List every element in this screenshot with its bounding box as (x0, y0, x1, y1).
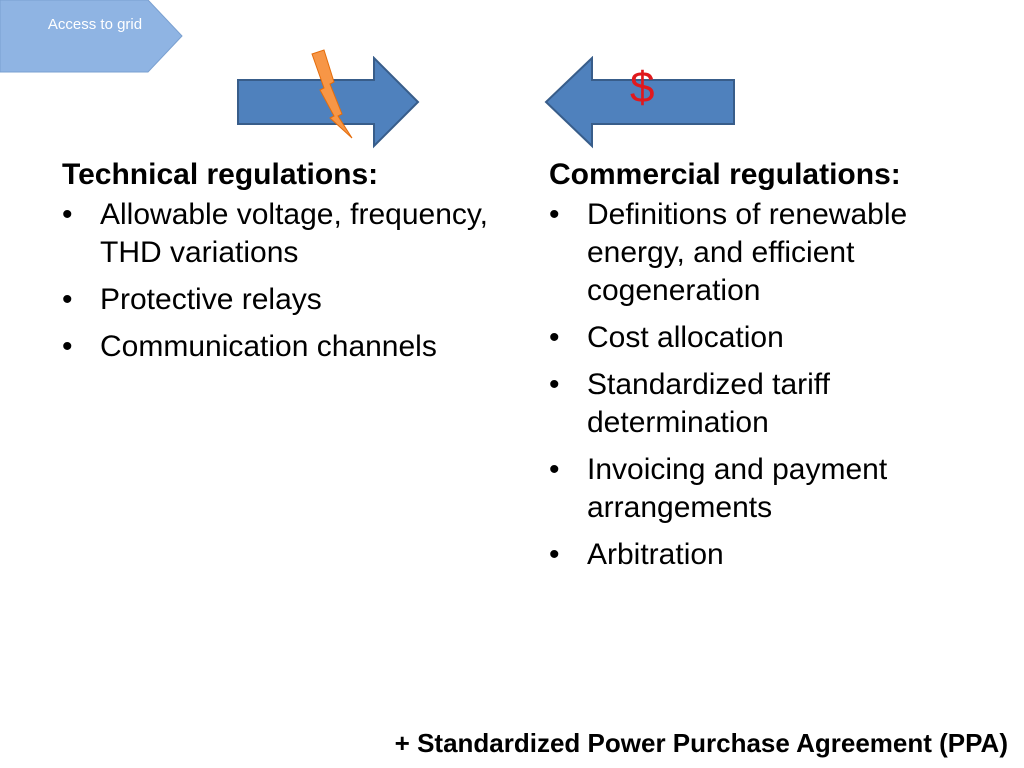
technical-regulations-heading: Technical regulations: (62, 158, 379, 191)
technical-regulations-list: Allowable voltage, frequency, THD variat… (62, 196, 492, 366)
list-item: Invoicing and payment arrangements (549, 451, 999, 527)
access-to-grid-label: Access to grid (47, 16, 143, 33)
commercial-regulations-list: Definitions of renewable energy, and eff… (549, 196, 999, 574)
commercial-regulations-column: Commercial regulations: Definitions of r… (549, 156, 999, 583)
list-item: Protective relays (62, 281, 492, 319)
list-item: Arbitration (549, 536, 999, 574)
commercial-regulations-heading: Commercial regulations: (549, 158, 901, 191)
list-item: Definitions of renewable energy, and eff… (549, 196, 999, 310)
lightning-bolt-icon (311, 49, 353, 139)
list-item: Cost allocation (549, 319, 999, 357)
access-to-grid-tag (0, 0, 183, 73)
payment-flow-left-arrow (544, 56, 735, 149)
dollar-sign-icon: $ (630, 63, 655, 112)
list-item: Allowable voltage, frequency, THD variat… (62, 196, 492, 272)
list-item: Standardized tariff determination (549, 366, 999, 442)
technical-regulations-column: Technical regulations: Allowable voltage… (62, 156, 492, 375)
ppa-footer-note: + Standardized Power Purchase Agreement … (394, 728, 1008, 758)
list-item: Communication channels (62, 328, 492, 366)
